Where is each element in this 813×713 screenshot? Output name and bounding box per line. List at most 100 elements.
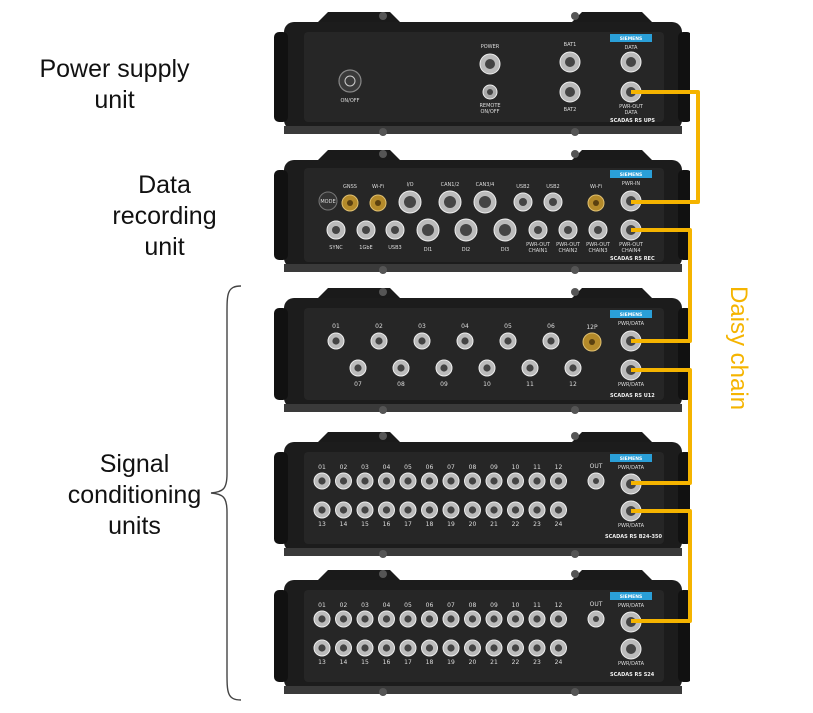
channel-connector-core	[361, 615, 369, 623]
channel-number: 14	[340, 659, 348, 666]
channel-connector-core	[339, 615, 348, 623]
channel-connector-core	[318, 506, 326, 514]
cable-ups-to-rec	[631, 90, 700, 204]
di1-label: DI1	[424, 247, 433, 253]
channel-connector-core	[554, 644, 563, 652]
cable-rec-to-u12	[631, 228, 692, 343]
usb2a-label: USB2	[516, 184, 529, 190]
channel-connector-core	[404, 477, 412, 485]
channel-connector-core	[547, 337, 555, 345]
channel-connector-core	[440, 364, 448, 372]
data-recording-label-line2: recording	[112, 202, 217, 230]
channel-number: 01	[318, 464, 326, 471]
channel-connector-core	[526, 364, 534, 372]
channel-number: 10	[483, 381, 491, 388]
channel-number: 18	[426, 659, 434, 666]
channel-number: 23	[533, 521, 541, 528]
channel-connector-core	[468, 615, 477, 623]
channel-number: 11	[533, 464, 541, 471]
s24-pwrdata1-label: PWR/DATA	[618, 603, 645, 609]
di2-label: DI2	[462, 247, 471, 253]
chain3-label-a: PWR-OUT	[586, 242, 611, 248]
channel-connector-core	[382, 506, 391, 514]
data-recording-label-line1: Data	[138, 171, 191, 199]
u12-pwrdata1-label: PWR/DATA	[618, 321, 645, 327]
channel-number: 07	[354, 381, 362, 388]
usb3-label: USB3	[388, 245, 401, 251]
channel-number: 07	[447, 464, 455, 471]
can12-label: CAN1/2	[441, 182, 460, 188]
data-recording-unit: MODE GNSS Wi-Fi I/O CAN1/2 CAN3/4 USB2 U…	[274, 150, 690, 274]
b24-out-label: OUT	[590, 463, 603, 470]
channel-connector-core	[361, 477, 369, 485]
cable-u12-to-b24	[631, 368, 692, 485]
remote-label-1: REMOTE	[479, 103, 500, 109]
channel-connector-core	[375, 337, 383, 345]
channel-number: 17	[404, 659, 412, 666]
channel-connector-core	[511, 644, 520, 652]
channel-number: 09	[490, 602, 498, 609]
channel-number: 03	[361, 464, 369, 471]
channel-connector-core	[332, 337, 340, 345]
grouping-brace	[210, 285, 242, 701]
channel-number: 09	[490, 464, 498, 471]
b24-pwrdata1-label: PWR/DATA	[618, 465, 645, 471]
channel-connector-core	[318, 644, 326, 652]
channel-connector-core	[533, 506, 541, 514]
channel-number: 03	[418, 323, 426, 330]
channel-connector-core	[447, 644, 455, 652]
channel-connector-core	[511, 477, 520, 485]
chain1-label-a: PWR-OUT	[526, 242, 551, 248]
channel-connector-core	[490, 615, 498, 623]
data-recording-label-line3: unit	[144, 233, 185, 261]
channel-connector-core	[468, 477, 477, 485]
channel-number: 01	[318, 602, 326, 609]
ups-brand-text: SIEMENS	[620, 36, 643, 42]
channel-connector-core	[361, 644, 369, 652]
rec-brand-text: SIEMENS	[620, 172, 643, 178]
channel-connector-core	[490, 506, 498, 514]
channel-connector-core	[554, 477, 563, 485]
channel-number: 08	[469, 464, 477, 471]
mode-label: MODE	[320, 199, 335, 205]
channel-number: 16	[383, 521, 391, 528]
channel-number: 02	[340, 602, 348, 609]
s24-out-label: OUT	[590, 601, 603, 608]
siemens-logo	[610, 454, 652, 462]
chain2-label-b: CHAIN2	[558, 248, 577, 254]
channel-number: 24	[555, 521, 563, 528]
channel-connector-core	[354, 364, 362, 372]
channel-number: 12	[555, 602, 563, 609]
wifi-label: Wi-Fi	[372, 184, 384, 190]
channel-number: 02	[375, 323, 383, 330]
power-supply-label: Power supply unit	[22, 54, 207, 116]
can34-label: CAN3/4	[476, 182, 495, 188]
pwrin-label: PWR-IN	[622, 181, 641, 187]
power-label: POWER	[481, 44, 500, 50]
channel-number: 10	[512, 464, 520, 471]
u12-model: SCADAS RS U12	[610, 393, 655, 399]
rec-model: SCADAS RS REC	[610, 256, 655, 262]
cable-b24-to-s24	[631, 509, 692, 623]
signal-conditioning-label-line2: conditioning	[67, 481, 202, 509]
channel-number: 23	[533, 659, 541, 666]
channel-connector-core	[447, 506, 455, 514]
channel-number: 06	[426, 464, 434, 471]
signal-conditioning-label-line3: units	[108, 512, 161, 540]
siemens-logo	[610, 592, 652, 600]
signal-conditioning-label: Signal conditioning units	[42, 449, 227, 542]
channel-number: 09	[440, 381, 448, 388]
channel-number: 14	[340, 521, 348, 528]
channel-connector-core	[511, 506, 520, 514]
channel-connector-core	[490, 477, 498, 485]
channel-number: 19	[447, 659, 455, 666]
onoff-label: ON/OFF	[340, 98, 359, 104]
gnss-label: GNSS	[343, 184, 357, 190]
channel-connector-core	[404, 644, 412, 652]
